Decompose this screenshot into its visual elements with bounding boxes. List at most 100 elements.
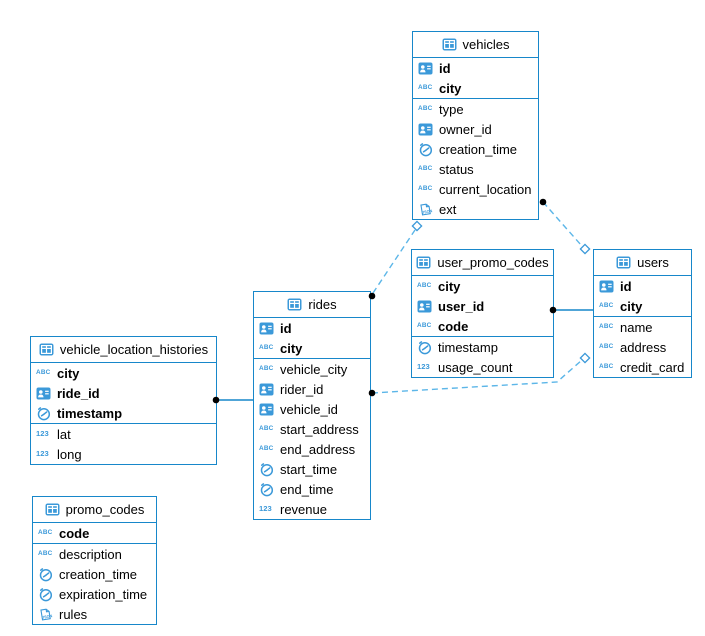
column-row[interactable]: creation_time: [413, 139, 538, 159]
svg-text:JSON: JSON: [42, 614, 53, 620]
abc-icon: ABC: [259, 425, 274, 432]
column-row[interactable]: ABC end_address: [254, 439, 370, 459]
clock-icon: [38, 586, 56, 602]
table-title: promo_codes: [65, 502, 145, 517]
column-row[interactable]: rider_id: [254, 379, 370, 399]
column-name: address: [620, 339, 667, 355]
table-header[interactable]: user_promo_codes: [412, 250, 553, 276]
diamond-endpoint: [579, 243, 591, 255]
column-name: end_address: [280, 441, 356, 457]
column-row[interactable]: vehicle_id: [254, 399, 370, 419]
column-row[interactable]: ABC start_address: [254, 419, 370, 439]
column-name: vehicle_id: [280, 401, 338, 417]
abc-icon: ABC: [259, 445, 274, 452]
column-row[interactable]: start_time: [254, 459, 370, 479]
column-row[interactable]: creation_time: [33, 564, 156, 584]
numeric-123-icon: 123: [36, 429, 49, 438]
abc-icon: ABC: [259, 365, 274, 372]
dot-endpoint: [539, 198, 547, 206]
id-card-icon: [259, 381, 277, 397]
table-header[interactable]: promo_codes: [33, 497, 156, 523]
column-name: revenue: [280, 501, 327, 517]
table-icon: [45, 502, 61, 518]
column-row[interactable]: id: [594, 276, 691, 296]
column-name: id: [620, 278, 632, 294]
id-card-icon: [418, 121, 436, 137]
column-name: start_time: [280, 461, 338, 477]
table-title: users: [637, 255, 669, 270]
abc-icon: ABC: [599, 302, 614, 309]
column-name: city: [57, 365, 80, 381]
column-name: credit_card: [620, 359, 685, 375]
column-row[interactable]: JSON rules: [33, 604, 156, 624]
table-header[interactable]: users: [594, 250, 691, 276]
column-name: city: [280, 340, 303, 356]
column-row[interactable]: timestamp: [31, 403, 216, 423]
column-row[interactable]: timestamp: [412, 337, 553, 357]
table-icon: [416, 255, 432, 271]
json-icon: JSON: [418, 201, 436, 217]
table-header[interactable]: vehicle_location_histories: [31, 337, 216, 363]
id-card-icon: [259, 401, 277, 417]
table-header[interactable]: rides: [254, 292, 370, 318]
table-icon: [39, 342, 55, 358]
column-row[interactable]: owner_id: [413, 119, 538, 139]
column-row[interactable]: ABC description: [33, 544, 156, 564]
abc-icon: ABC: [38, 550, 53, 557]
column-name: city: [439, 80, 462, 96]
svg-text:JSON: JSON: [422, 209, 433, 215]
column-row[interactable]: id: [413, 58, 538, 78]
column-row[interactable]: end_time: [254, 479, 370, 499]
relationship-vehicle_location_histories-rides[interactable]: [212, 396, 254, 404]
column-name: city: [620, 298, 643, 314]
column-name: ext: [439, 201, 457, 217]
abc-icon: ABC: [417, 282, 432, 289]
table-header[interactable]: vehicles: [413, 32, 538, 58]
clock-icon: [259, 461, 277, 477]
column-name: code: [59, 525, 90, 541]
relationship-vehicles-users[interactable]: [539, 198, 591, 255]
numeric-123-icon: 123: [36, 449, 49, 458]
column-name: expiration_time: [59, 586, 148, 602]
section-divider: [413, 98, 538, 99]
column-name: name: [620, 319, 653, 335]
column-name: timestamp: [438, 339, 498, 355]
column-row[interactable]: id: [254, 318, 370, 338]
section-divider: [33, 543, 156, 544]
column-row[interactable]: JSON ext: [413, 199, 538, 219]
column-row[interactable]: expiration_time: [33, 584, 156, 604]
column-row[interactable]: ride_id: [31, 383, 216, 403]
column-row[interactable]: user_id: [412, 296, 553, 316]
column-name: description: [59, 546, 122, 562]
column-row[interactable]: ABC city: [594, 296, 691, 316]
clock-icon: [36, 405, 54, 421]
relationship-user_promo_codes-users[interactable]: [549, 306, 594, 314]
id-card-icon: [259, 320, 277, 336]
abc-icon: ABC: [418, 185, 433, 192]
column-name: start_address: [280, 421, 359, 437]
